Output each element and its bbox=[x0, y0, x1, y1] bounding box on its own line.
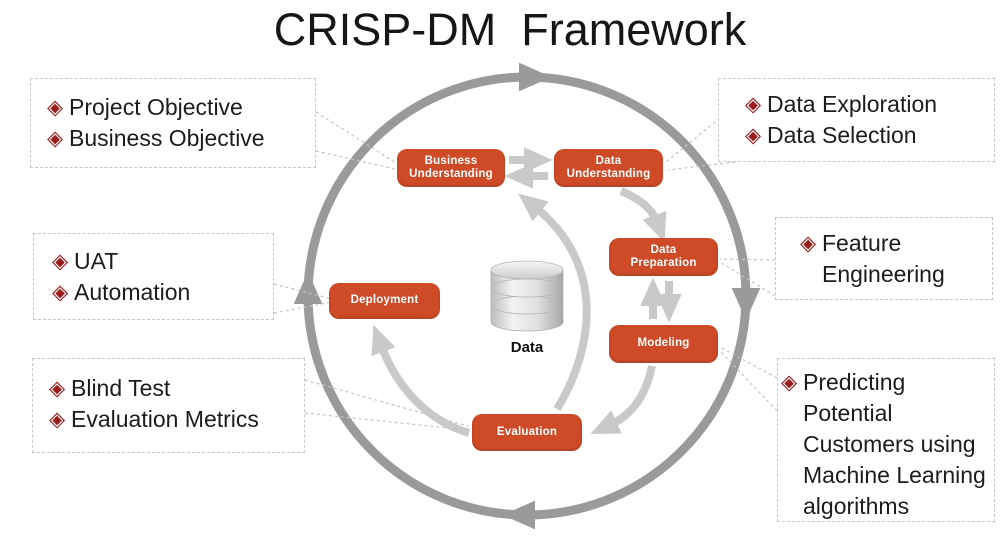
inner-flow-arrows bbox=[371, 147, 682, 437]
callout-item: ◈ Data Exploration bbox=[745, 89, 990, 120]
callout-connector-lines bbox=[273, 111, 778, 431]
process-box-data-preparation: Data Preparation bbox=[609, 238, 718, 276]
process-label-line: Modeling bbox=[637, 337, 690, 350]
callout-item: ◈ UAT bbox=[52, 246, 269, 277]
diamond-bullet-icon: ◈ bbox=[49, 408, 66, 431]
process-label-line: Data bbox=[650, 243, 677, 256]
callout-evaluation-notes: ◈ Blind Test ◈ Evaluation Metrics bbox=[32, 358, 305, 453]
diamond-bullet-icon: ◈ bbox=[52, 250, 69, 273]
process-label-line: Deployment bbox=[350, 294, 419, 307]
callout-item-label: Predicting Potential Customers using Mac… bbox=[803, 369, 986, 519]
diamond-bullet-icon: ◈ bbox=[745, 93, 762, 116]
process-label-line: Understanding bbox=[566, 168, 651, 180]
callout-item: ◈ Predicting Potential Customers using M… bbox=[781, 367, 992, 522]
process-box-evaluation: Evaluation bbox=[472, 414, 582, 451]
callout-item-label: Blind Test bbox=[71, 375, 171, 401]
process-label-line: Understanding bbox=[409, 168, 493, 180]
process-label-line: Data bbox=[595, 154, 622, 167]
callout-item-label: Data Selection bbox=[767, 122, 917, 148]
callout-modeling-notes: ◈ Predicting Potential Customers using M… bbox=[777, 358, 995, 522]
callout-item: ◈ Evaluation Metrics bbox=[49, 404, 302, 435]
callout-item: ◈ Project Objective bbox=[47, 92, 311, 123]
diamond-bullet-icon: ◈ bbox=[745, 124, 762, 147]
diamond-bullet-icon: ◈ bbox=[47, 96, 64, 119]
process-label-line: Business bbox=[424, 154, 478, 167]
callout-item: ◈ Blind Test bbox=[49, 373, 302, 404]
outer-cycle-arrow bbox=[293, 62, 761, 530]
process-box-modeling: Modeling bbox=[609, 325, 718, 363]
data-store-label: Data bbox=[510, 339, 544, 356]
callout-data-preparation-notes: ◈ Feature Engineering bbox=[775, 217, 993, 300]
diamond-bullet-icon: ◈ bbox=[800, 232, 817, 255]
callout-business-understanding-notes: ◈ Project Objective ◈ Business Objective bbox=[30, 78, 316, 168]
callout-data-understanding-notes: ◈ Data Exploration ◈ Data Selection bbox=[718, 78, 995, 162]
process-box-business-understanding: Business Understanding bbox=[397, 149, 505, 187]
callout-item: ◈ Automation bbox=[52, 277, 269, 308]
diamond-bullet-icon: ◈ bbox=[52, 281, 69, 304]
callout-item: ◈ Data Selection bbox=[745, 120, 990, 151]
callout-item-label: UAT bbox=[74, 248, 119, 274]
process-label-line: Evaluation bbox=[496, 425, 558, 438]
callout-item-label: Project Objective bbox=[69, 94, 243, 120]
diamond-bullet-icon: ◈ bbox=[49, 377, 66, 400]
callout-deployment-notes: ◈ UAT ◈ Automation bbox=[33, 233, 274, 320]
diamond-bullet-icon: ◈ bbox=[781, 371, 798, 394]
callout-item-label: Business Objective bbox=[69, 125, 265, 151]
callout-item-label: Feature Engineering bbox=[822, 230, 945, 287]
database-icon bbox=[490, 260, 564, 332]
callout-item: ◈ Business Objective bbox=[47, 123, 311, 154]
diagram-title: CRISP-DM Framework bbox=[273, 4, 747, 55]
callout-item-label: Evaluation Metrics bbox=[71, 406, 259, 432]
process-box-deployment: Deployment bbox=[329, 283, 440, 319]
process-label-line: Preparation bbox=[630, 257, 697, 269]
callout-item: ◈ Feature Engineering bbox=[800, 228, 990, 290]
callout-item-label: Automation bbox=[74, 279, 191, 305]
diamond-bullet-icon: ◈ bbox=[47, 127, 64, 150]
callout-item-label: Data Exploration bbox=[767, 91, 938, 117]
process-box-data-understanding: Data Understanding bbox=[554, 149, 663, 187]
